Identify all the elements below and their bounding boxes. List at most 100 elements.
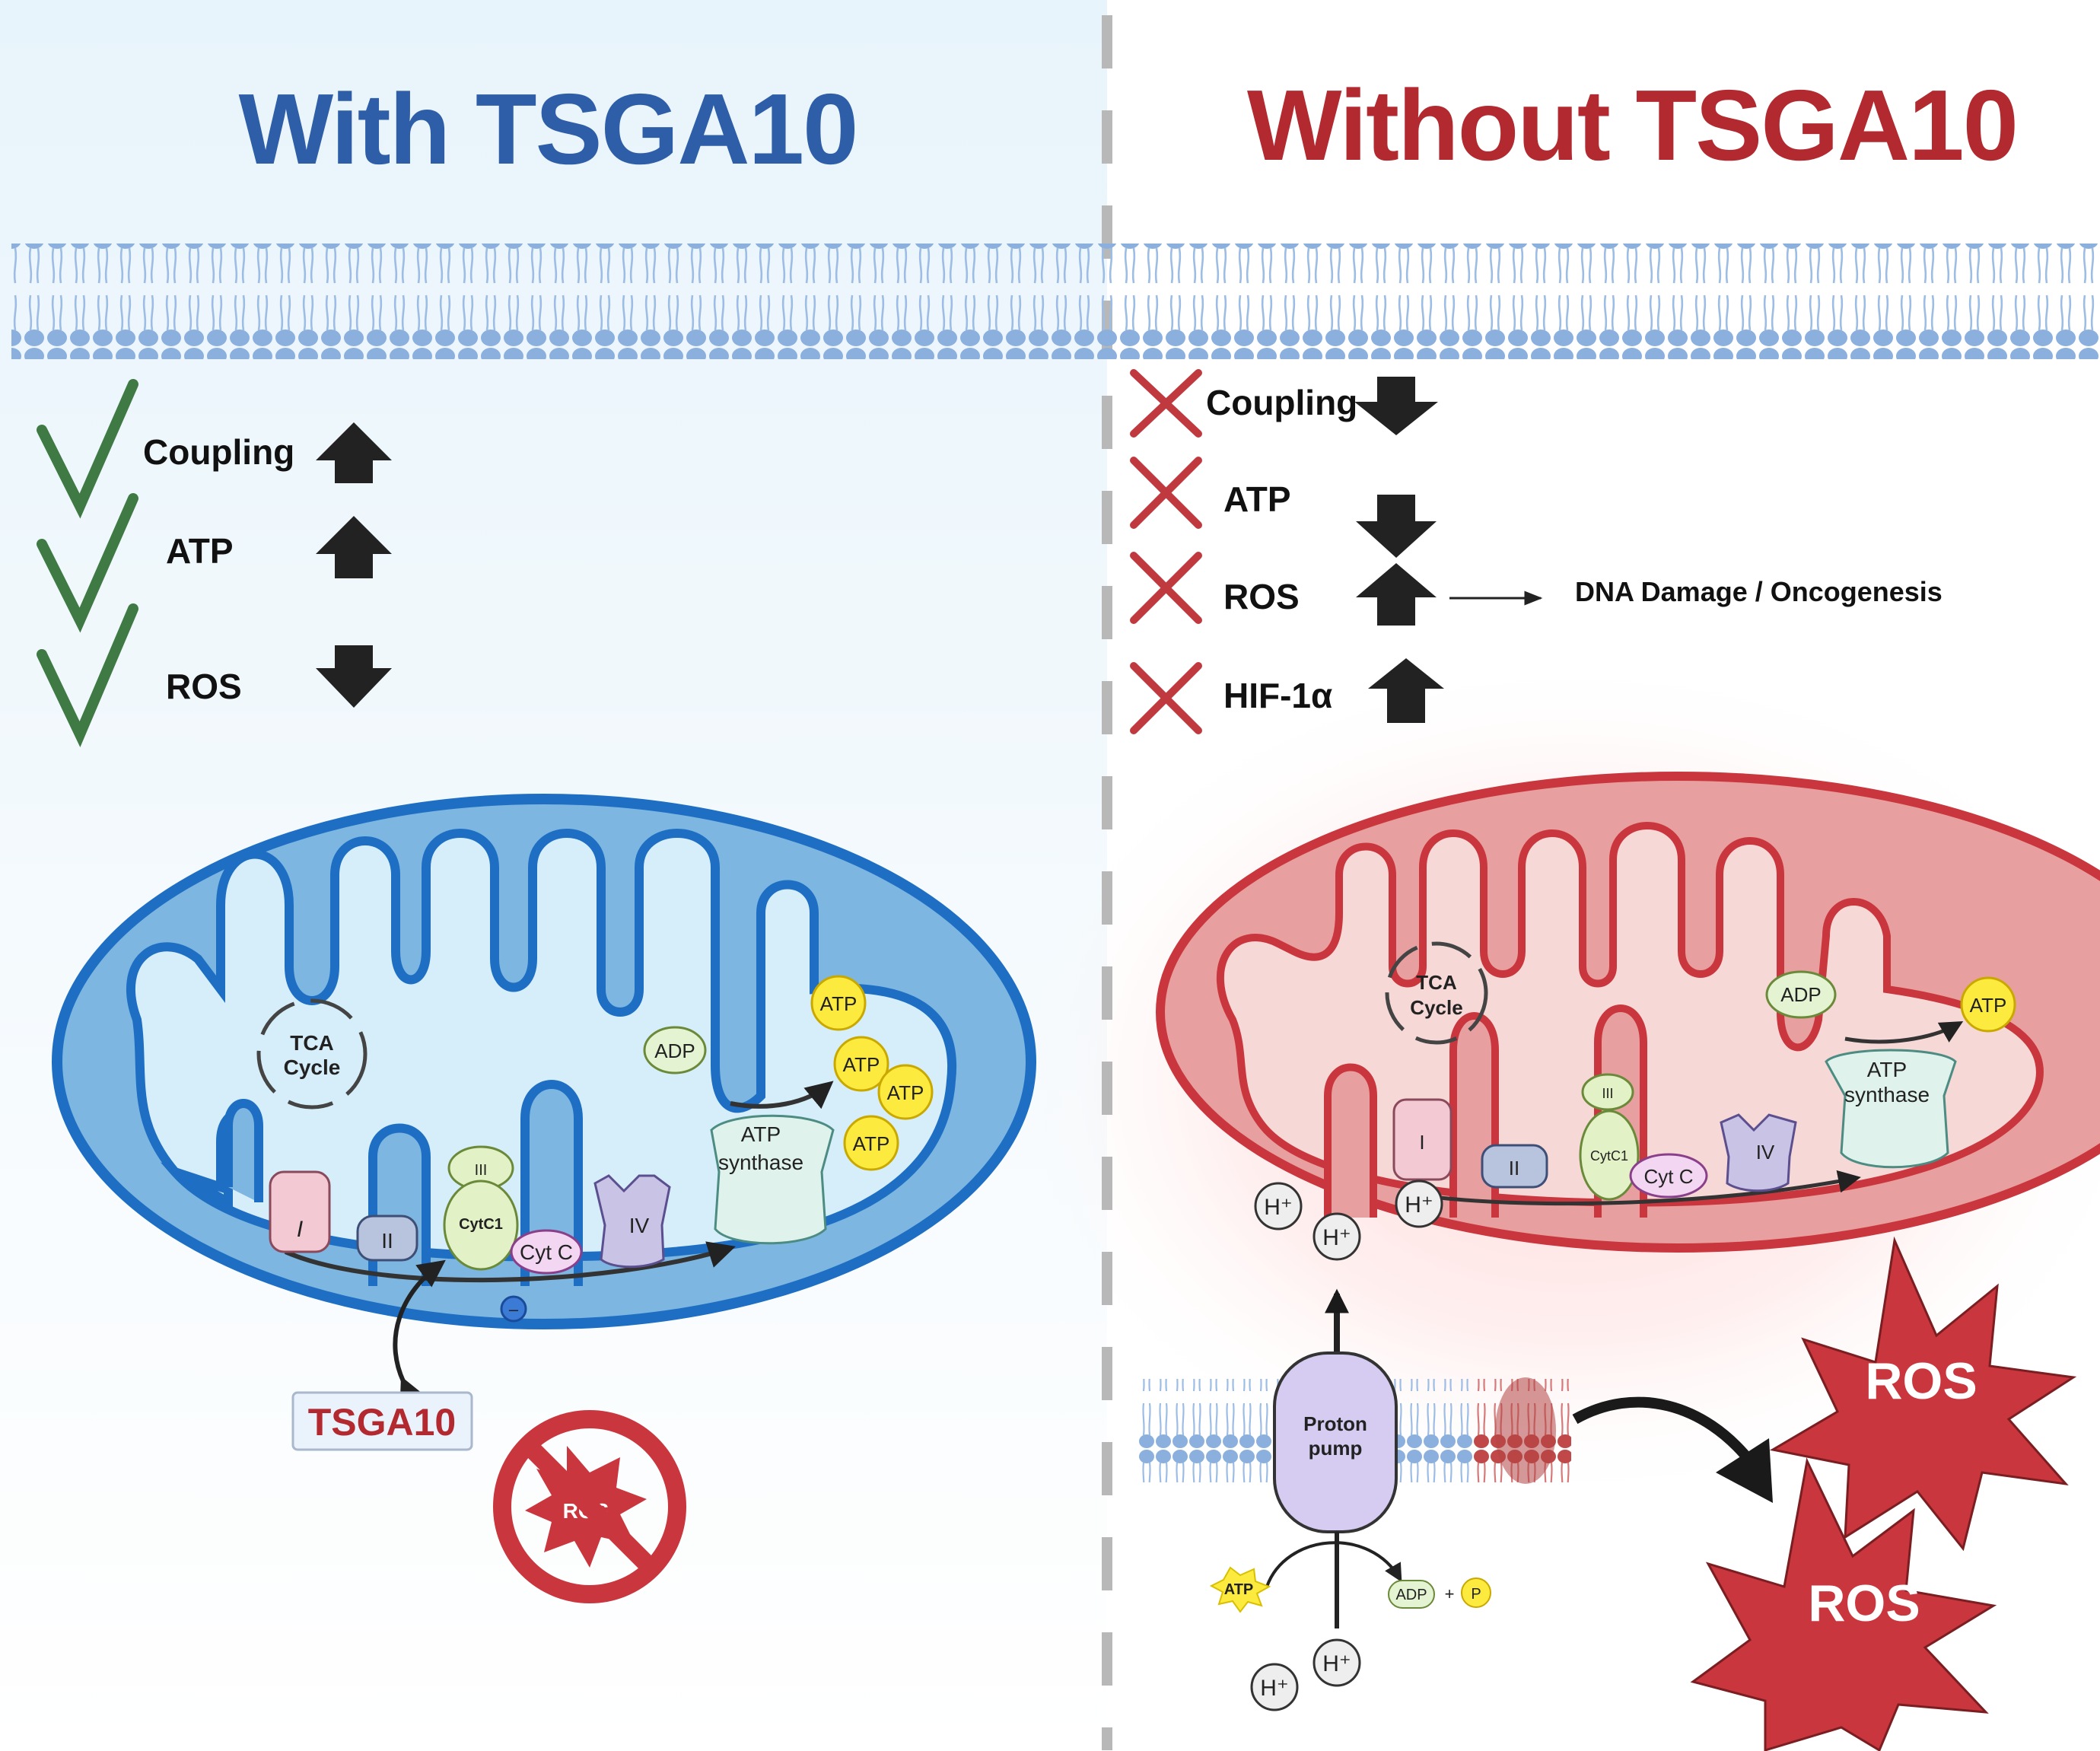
cytc1-label: CytC1 — [459, 1216, 503, 1233]
atp-synthase-label-2: synthase — [718, 1151, 803, 1174]
indicator-hif: HIF-1α — [1223, 676, 1332, 715]
tca-label-2: Cycle — [1410, 996, 1462, 1019]
complex-ii-label: II — [381, 1229, 393, 1253]
pump-adp-label: ADP — [1395, 1587, 1427, 1603]
atp-production-arrow — [730, 1081, 834, 1109]
check-icon — [37, 493, 138, 633]
membrane-damage — [1495, 1377, 1556, 1484]
adp-label: ADP — [1780, 983, 1821, 1006]
indicator-atp: ATP — [1223, 479, 1291, 519]
tsga10-interaction-arrow — [393, 1259, 446, 1407]
ros-burst-2: ROS — [1690, 1457, 1997, 1751]
atp-molecule — [833, 1036, 889, 1092]
up-arrow-icon — [316, 422, 392, 483]
proton-label: H⁺ — [1322, 1225, 1351, 1250]
ros-arrowhead — [1716, 1438, 1773, 1503]
adp-label: ADP — [654, 1039, 695, 1062]
ros-burst-label: ROS — [1865, 1352, 1977, 1410]
atp-synthase-label-1: ATP — [1867, 1058, 1907, 1081]
left-title: With TSGA10 — [239, 73, 858, 185]
pump-atp-label: ATP — [1224, 1581, 1254, 1598]
electron-icon — [500, 1295, 527, 1323]
cyt-c-label: Cyt C — [520, 1240, 573, 1264]
pump-adp — [1388, 1580, 1435, 1609]
up-arrow-icon — [1356, 563, 1437, 626]
atp-molecule — [1960, 976, 2016, 1033]
atp-synthase-label-2: synthase — [1844, 1083, 1930, 1106]
atp-synthase-label-1: ATP — [741, 1122, 781, 1146]
cross-icon — [1130, 552, 1202, 624]
complex-i — [269, 1170, 331, 1253]
complex-iii-label: III — [1602, 1086, 1613, 1101]
indicator-coupling: Coupling — [1206, 383, 1357, 422]
cyt-c-label: Cyt C — [1644, 1165, 1694, 1188]
cyt-c — [1629, 1153, 1708, 1199]
cross-icon — [1130, 662, 1202, 734]
ros-burst-label: ROS — [1808, 1574, 1920, 1632]
indicator-coupling: Coupling — [143, 432, 294, 472]
complex-iii — [1581, 1073, 1634, 1111]
right-title: Without TSGA10 — [1247, 69, 2017, 181]
atp-molecule — [843, 1115, 899, 1171]
proton-icon — [1395, 1180, 1443, 1228]
proton-label: H⁺ — [1405, 1192, 1433, 1218]
check-icon — [37, 379, 138, 519]
crista — [368, 1123, 431, 1286]
complex-i-label: I — [297, 1217, 303, 1242]
cytc1 — [443, 1180, 519, 1271]
electron-label: – — [509, 1300, 519, 1319]
proton-pump-label-1: Proton — [1303, 1412, 1367, 1435]
pump-p-label: P — [1471, 1586, 1481, 1603]
tca-label-2: Cycle — [284, 1055, 341, 1079]
cell-membrane — [11, 244, 2100, 359]
electron-flow-arrow — [284, 1241, 736, 1283]
atp-molecule — [810, 975, 867, 1031]
adp-molecule — [643, 1026, 707, 1074]
atp-label: ATP — [820, 992, 858, 1015]
complex-ii — [356, 1215, 418, 1262]
complex-iii-label: III — [475, 1162, 488, 1179]
atp-burst-icon — [1209, 1566, 1271, 1613]
atp-hydrolysis-arrow — [1265, 1541, 1402, 1587]
tca-cycle-arrows — [256, 998, 368, 1109]
tca-label-1: TCA — [290, 1031, 334, 1055]
atp-label: ATP — [853, 1132, 890, 1155]
crista — [224, 1099, 263, 1202]
right-mitochondrion: TCA Cycle I II III CytC1 Cyt C IV ATP sy… — [1156, 772, 2100, 1253]
atp-label: ATP — [887, 1081, 924, 1104]
ros-burst-1: ROS — [1769, 1236, 2077, 1552]
proton-label: H⁺ — [1260, 1676, 1289, 1701]
electron-flow-arrow — [1414, 1170, 1861, 1206]
ros-blocked-icon: ROS — [493, 1410, 686, 1603]
complex-iv — [1720, 1113, 1797, 1192]
tsga10-label: TSGA10 — [308, 1401, 457, 1444]
outcome-label: DNA Damage / Oncogenesis — [1575, 576, 1943, 607]
cytc1 — [1579, 1109, 1640, 1201]
complex-iv-label: IV — [629, 1214, 650, 1237]
ros-arrow — [1572, 1396, 1755, 1465]
atp-production-arrow — [1844, 1021, 1964, 1044]
proton-label: H⁺ — [1264, 1195, 1293, 1220]
indicator-atp: ATP — [166, 531, 234, 571]
proton-pump-label-2: pump — [1309, 1437, 1363, 1460]
proton-icon — [1254, 1182, 1303, 1230]
check-icon — [37, 603, 138, 748]
proton-icon — [1312, 1212, 1361, 1261]
complex-iv — [593, 1174, 671, 1269]
atp-synthase — [1825, 1049, 1957, 1169]
down-arrow-icon — [316, 645, 392, 708]
down-arrow-icon — [1356, 495, 1437, 558]
tca-label-1: TCA — [1416, 971, 1457, 994]
atp-label: ATP — [1970, 994, 2007, 1017]
adp-molecule — [1765, 970, 1837, 1019]
tca-cycle-arrows — [1385, 941, 1488, 1045]
proton-label: H⁺ — [1322, 1651, 1351, 1676]
up-arrow-icon — [316, 516, 392, 578]
crista — [1324, 1063, 1377, 1218]
cytc1-label: CytC1 — [1590, 1148, 1628, 1164]
complex-i — [1392, 1098, 1452, 1181]
cyt-c — [510, 1229, 583, 1275]
proton-icon — [1250, 1663, 1299, 1711]
crista — [1449, 1012, 1499, 1218]
